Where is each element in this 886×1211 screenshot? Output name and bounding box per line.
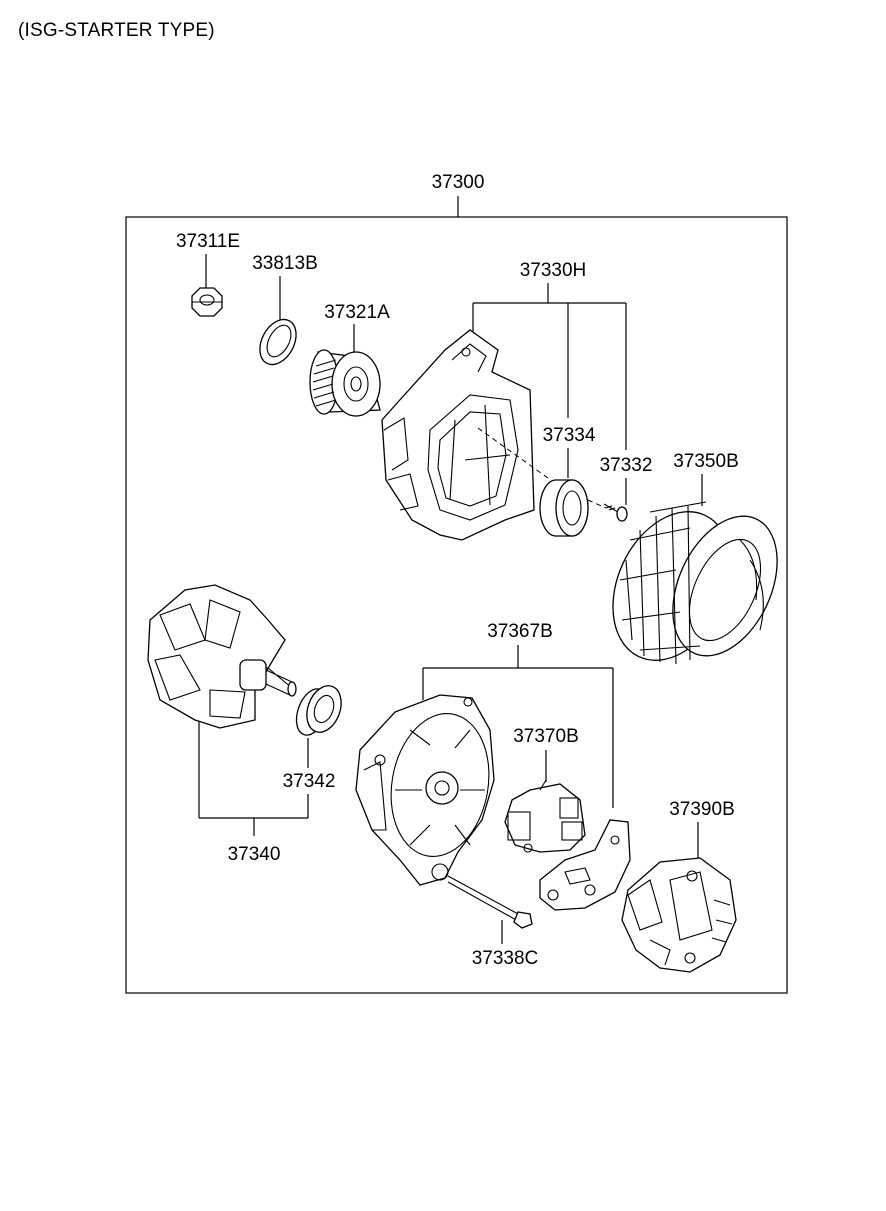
label-37311e: 37311E [176,231,240,252]
through-bolt-part[interactable] [447,875,533,929]
brush-holder-part[interactable] [504,779,586,853]
diagram-caption: (ISG-STARTER TYPE) [18,20,215,41]
regulator-part[interactable] [539,819,631,911]
rear-bracket-part[interactable] [355,694,500,886]
label-37390b: 37390B [669,799,735,820]
label-37321a: 37321A [324,302,390,323]
label-37300: 37300 [432,172,485,193]
stator-part[interactable] [590,492,798,679]
label-37342: 37342 [283,771,336,792]
label-37338c: 37338C [472,948,539,969]
rear-bearing-part[interactable] [291,681,348,739]
screw-part[interactable] [603,503,628,522]
assembly-frame [125,216,788,994]
label-37350b: 37350B [673,451,739,472]
label-37332: 37332 [600,455,653,476]
label-37370b: 37370B [513,726,579,747]
nut-part[interactable] [191,287,223,317]
label-33813b: 33813B [252,253,318,274]
pulley-part[interactable] [309,349,381,417]
label-37330h: 37330H [520,260,587,281]
axis-line-screw [587,499,607,509]
front-bracket-part[interactable] [381,329,535,541]
rear-cover-part[interactable] [621,857,737,973]
label-37340: 37340 [228,844,281,865]
washer-part[interactable] [253,313,304,370]
label-37334: 37334 [543,425,596,446]
rotor-part[interactable] [147,584,297,729]
front-bearing-part[interactable] [539,479,589,537]
label-37367b: 37367B [487,621,553,642]
